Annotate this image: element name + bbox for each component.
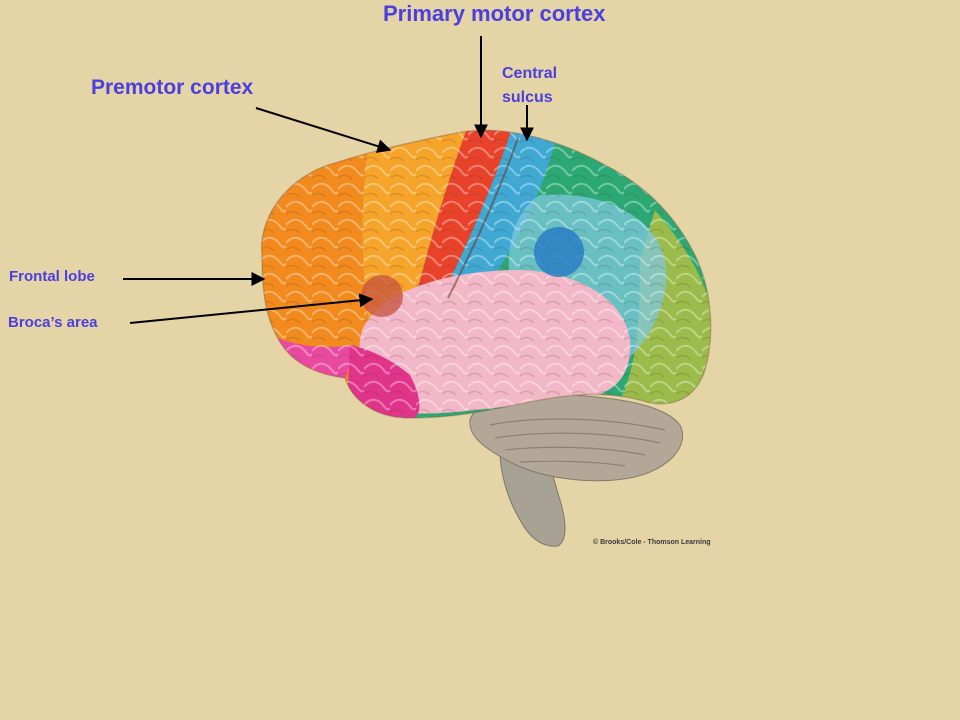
central-sulcus-label: Central sulcus xyxy=(502,65,558,106)
premotor-cortex-label: Premotor cortex xyxy=(91,76,254,99)
frontal-lobe-label: Frontal lobe xyxy=(9,268,95,285)
primary-motor-cortex-label: Primary motor cortex xyxy=(383,1,606,26)
brocas-area-label: Broca’s area xyxy=(8,314,98,331)
cerebellum-folia xyxy=(489,418,666,467)
brocas-area-leader xyxy=(129,293,374,324)
copyright-credit: © Brooks/Cole - Thomson Learning xyxy=(593,539,711,546)
central-sulcus xyxy=(447,137,519,299)
cerebrum-outline xyxy=(260,129,712,419)
wernickes-area-spot xyxy=(534,227,584,277)
premotor-cortex-leader xyxy=(255,107,392,153)
brocas-area-spot xyxy=(361,275,403,317)
